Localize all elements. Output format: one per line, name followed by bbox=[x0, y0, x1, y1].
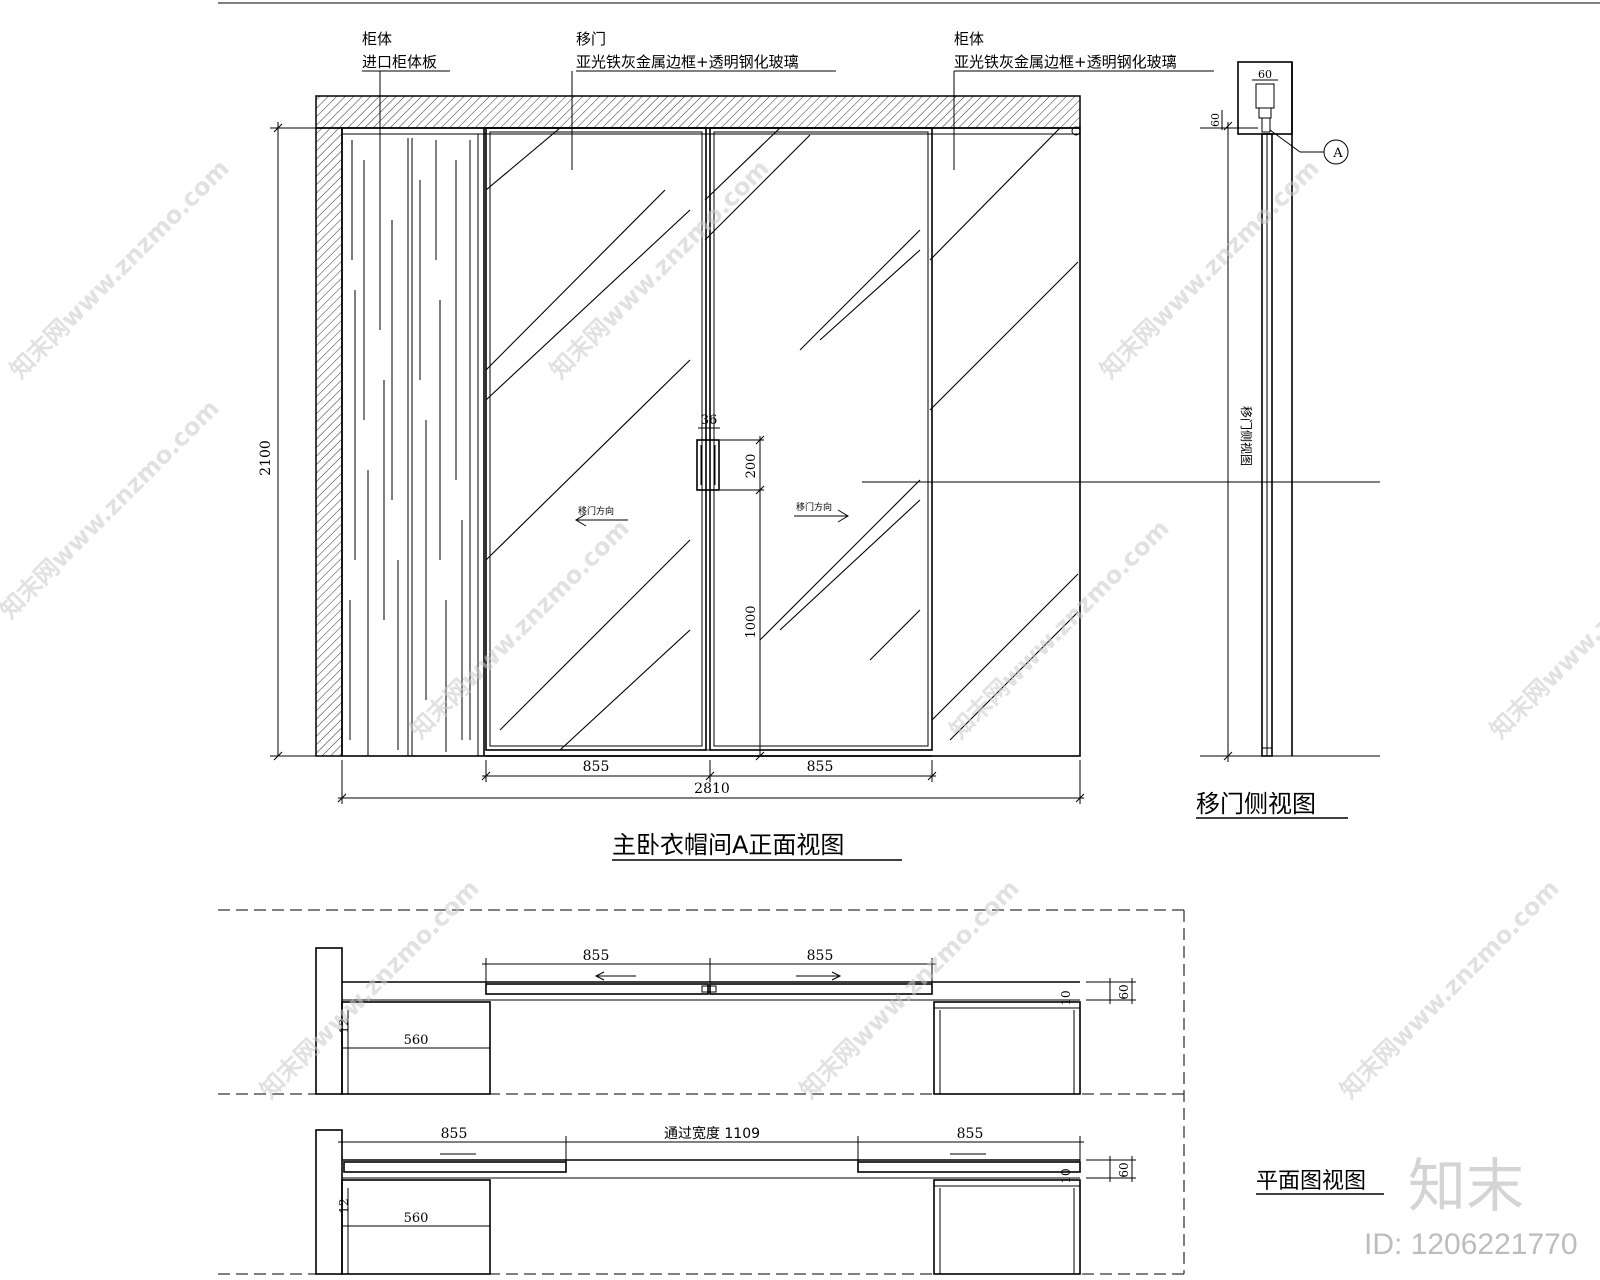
watermark-logo: 知末 bbox=[1408, 1152, 1524, 1220]
svg-text:560: 560 bbox=[404, 1033, 429, 1048]
plan-open: 855 通过宽度 1109 855 560 12 60 10 bbox=[315, 1125, 1136, 1275]
watermark-id: ID: 1206221770 bbox=[1364, 1228, 1578, 1261]
slide-arrow-right: 移门方向 bbox=[794, 501, 849, 523]
ceiling-beam bbox=[315, 95, 1081, 129]
svg-text:2100: 2100 bbox=[258, 440, 274, 476]
svg-text:855: 855 bbox=[441, 1126, 468, 1142]
elevation-title: 主卧衣帽间A正面视图 bbox=[612, 831, 844, 859]
svg-text:12: 12 bbox=[337, 1198, 351, 1213]
callout-door: 移门 亚光铁灰金属边框+透明钢化玻璃 bbox=[571, 30, 836, 170]
svg-text:移门: 移门 bbox=[576, 30, 606, 48]
svg-text:200: 200 bbox=[744, 454, 759, 479]
door-leaf-right bbox=[709, 127, 933, 751]
svg-text:855: 855 bbox=[583, 948, 610, 964]
detail-tag-circle bbox=[1323, 139, 1349, 165]
svg-text:60: 60 bbox=[1209, 113, 1222, 127]
svg-text:知末网www.znzmo.com: 知末网www.znzmo.com bbox=[794, 874, 1024, 1104]
glass-reflection-hatch bbox=[486, 128, 1079, 750]
svg-text:亚光铁灰金属边框+透明钢化玻璃: 亚光铁灰金属边框+透明钢化玻璃 bbox=[576, 53, 799, 71]
svg-text:柜体: 柜体 bbox=[954, 30, 984, 48]
svg-text:知末网www.znzmo.com: 知末网www.znzmo.com bbox=[1334, 874, 1564, 1104]
svg-text:知末网www.znzmo.com: 知末网www.znzmo.com bbox=[544, 154, 774, 384]
plan-view-title: 平面图视图 bbox=[1256, 1169, 1366, 1194]
svg-text:知末网www.znzmo.com: 知末网www.znzmo.com bbox=[4, 154, 234, 384]
cabinet-left bbox=[349, 128, 485, 756]
svg-text:知末网www.znzmo.com: 知末网www.znzmo.com bbox=[0, 394, 225, 624]
plan-view: 855 855 560 12 60 10 bbox=[218, 909, 1384, 1275]
svg-text:知末网www.znzmo.com: 知末网www.znzmo.com bbox=[944, 514, 1174, 744]
svg-text:知末网www.znzmo.com: 知末网www.znzmo.com bbox=[1094, 154, 1324, 384]
callout-cabinet-left: 柜体 进口柜体板 bbox=[362, 30, 450, 150]
plan-closed: 855 855 560 12 60 10 bbox=[315, 947, 1136, 1095]
svg-text:60: 60 bbox=[1117, 984, 1131, 999]
slide-arrow-left: 移门方向 bbox=[575, 505, 628, 527]
svg-text:12: 12 bbox=[337, 1018, 351, 1033]
door-handle bbox=[696, 439, 720, 491]
svg-text:10: 10 bbox=[1059, 990, 1073, 1005]
dim-handle: 36 200 1000 bbox=[698, 413, 765, 761]
svg-text:10: 10 bbox=[1059, 1168, 1073, 1183]
svg-text:亚光铁灰金属边框+透明钢化玻璃: 亚光铁灰金属边框+透明钢化玻璃 bbox=[954, 53, 1177, 71]
svg-text:知末网www.znzmo.com: 知末网www.znzmo.com bbox=[1484, 514, 1600, 744]
svg-text:60: 60 bbox=[1258, 68, 1272, 81]
left-wall bbox=[315, 127, 343, 757]
svg-text:855: 855 bbox=[583, 759, 610, 775]
svg-text:60: 60 bbox=[1117, 1162, 1131, 1177]
callout-cabinet-right: 柜体 亚光铁灰金属边框+透明钢化玻璃 bbox=[953, 30, 1214, 170]
svg-text:柜体: 柜体 bbox=[362, 30, 392, 48]
svg-text:知末网www.znzmo.com: 知末网www.znzmo.com bbox=[254, 874, 484, 1104]
elevation-view: 移门方向 移门方向 柜体 进口柜体板 移门 亚光铁灰金属边框+透明钢化玻璃 柜体… bbox=[258, 30, 1380, 861]
dim-bottom: 855 855 2810 bbox=[337, 759, 1085, 804]
svg-text:移门方向: 移门方向 bbox=[578, 505, 614, 517]
svg-text:1000: 1000 bbox=[744, 605, 759, 638]
svg-text:2810: 2810 bbox=[694, 781, 730, 797]
dim-height: 2100 bbox=[258, 122, 340, 761]
svg-text:移门方向: 移门方向 bbox=[796, 501, 832, 513]
svg-text:560: 560 bbox=[404, 1211, 429, 1226]
svg-text:36: 36 bbox=[701, 413, 718, 428]
svg-text:855: 855 bbox=[807, 948, 834, 964]
svg-text:855: 855 bbox=[807, 759, 834, 775]
side-view-title: 移门侧视图 bbox=[1196, 790, 1316, 818]
svg-text:A: A bbox=[1332, 146, 1343, 161]
svg-text:移门侧视图: 移门侧视图 bbox=[1239, 406, 1254, 466]
side-view: 60 60 A 移门侧视图 移门侧视图 bbox=[1196, 61, 1380, 819]
svg-text:进口柜体板: 进口柜体板 bbox=[362, 53, 437, 71]
svg-text:855: 855 bbox=[957, 1126, 984, 1142]
svg-text:通过宽度 1109: 通过宽度 1109 bbox=[664, 1125, 760, 1142]
watermark-layer: 知末网www.znzmo.com 知末网www.znzmo.com 知末网www… bbox=[0, 154, 1600, 1104]
door-leaf-left bbox=[485, 127, 707, 751]
